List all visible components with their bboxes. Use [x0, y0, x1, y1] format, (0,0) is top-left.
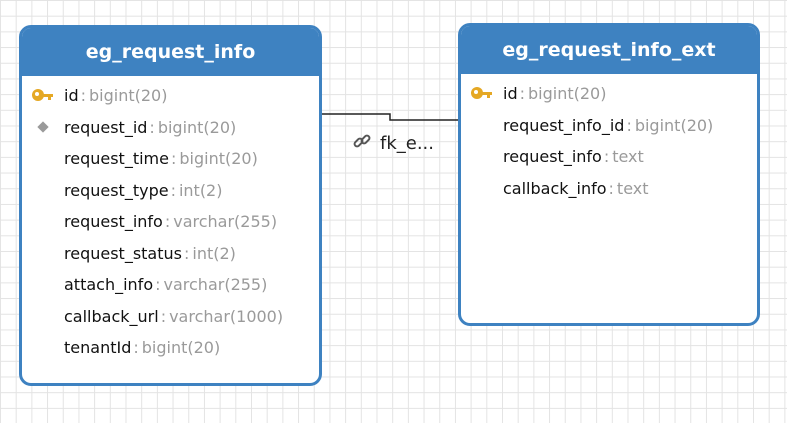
link-icon [352, 131, 372, 156]
column-type: bigint(20) [528, 84, 607, 104]
column-row-request-type[interactable]: request_type : int(2) [22, 175, 319, 207]
column-row-request-info[interactable]: request_info : varchar(255) [22, 206, 319, 238]
column-type: bigint(20) [634, 115, 714, 135]
column-name: request_time [64, 149, 169, 169]
column-type: text [612, 147, 644, 167]
column-type: varchar(255) [173, 212, 278, 232]
column-separator: : [170, 180, 176, 200]
column-separator: : [626, 115, 632, 135]
column-type: bigint(20) [157, 117, 237, 137]
column-type: bigint(20) [141, 338, 221, 358]
column-name: request_info_id [503, 115, 625, 135]
column-row-callback-url[interactable]: callback_url : varchar(1000) [22, 301, 319, 333]
relationship-label[interactable]: fk_e... [352, 131, 434, 156]
column-row-request-id[interactable]: request_id : bigint(20) [22, 112, 319, 144]
primary-key-icon [470, 84, 494, 104]
column-name: request_id [64, 117, 148, 137]
relationship-name: fk_e... [380, 133, 434, 154]
column-row-id[interactable]: id : bigint(20) [461, 78, 757, 110]
column-separator: : [603, 147, 610, 167]
column-row-id[interactable]: id : bigint(20) [22, 80, 319, 112]
column-separator: : [519, 84, 525, 104]
column-row-callback-info[interactable]: callback_info : text [461, 173, 757, 205]
column-name: request_type [64, 180, 169, 200]
column-type: int(2) [178, 180, 223, 200]
column-separator: : [133, 338, 139, 358]
column-type: varchar(255) [163, 275, 268, 295]
column-separator: : [183, 243, 190, 263]
column-name: request_status [64, 243, 182, 263]
primary-key-icon [31, 86, 55, 106]
column-name: attach_info [64, 275, 154, 295]
column-type: varchar(1000) [169, 306, 284, 326]
table-eg-request-info[interactable]: eg_request_info id : bigint(20) request_… [19, 25, 322, 386]
column-type: bigint(20) [179, 149, 258, 169]
column-separator: : [149, 117, 155, 137]
column-name: id [503, 84, 518, 104]
column-row-request-info[interactable]: request_info : text [461, 141, 757, 173]
column-separator: : [160, 306, 167, 326]
column-name: request_info [503, 147, 602, 167]
table-header: eg_request_info_ext [461, 26, 757, 74]
column-separator: : [164, 212, 171, 232]
column-type: text [616, 178, 649, 198]
column-row-attach-info[interactable]: attach_info : varchar(255) [22, 269, 319, 301]
column-name: callback_info [503, 178, 607, 198]
diamond-icon [37, 121, 49, 133]
column-separator: : [608, 178, 614, 198]
column-name: tenantId [64, 338, 132, 358]
column-separator: : [155, 275, 161, 295]
column-type: bigint(20) [89, 86, 168, 106]
column-name: request_info [64, 212, 163, 232]
table-header: eg_request_info [22, 28, 319, 76]
table-eg-request-info-ext[interactable]: eg_request_info_ext id : bigint(20) requ… [458, 23, 760, 326]
column-name: callback_url [64, 306, 159, 326]
column-row-request-info-id[interactable]: request_info_id : bigint(20) [461, 110, 757, 142]
column-row-tenant-id[interactable]: tenantId : bigint(20) [22, 332, 319, 364]
column-type: int(2) [192, 243, 236, 263]
column-row-request-time[interactable]: request_time : bigint(20) [22, 143, 319, 175]
column-separator: : [80, 86, 86, 106]
column-separator: : [170, 149, 177, 169]
column-row-request-status[interactable]: request_status : int(2) [22, 238, 319, 270]
column-name: id [64, 86, 79, 106]
